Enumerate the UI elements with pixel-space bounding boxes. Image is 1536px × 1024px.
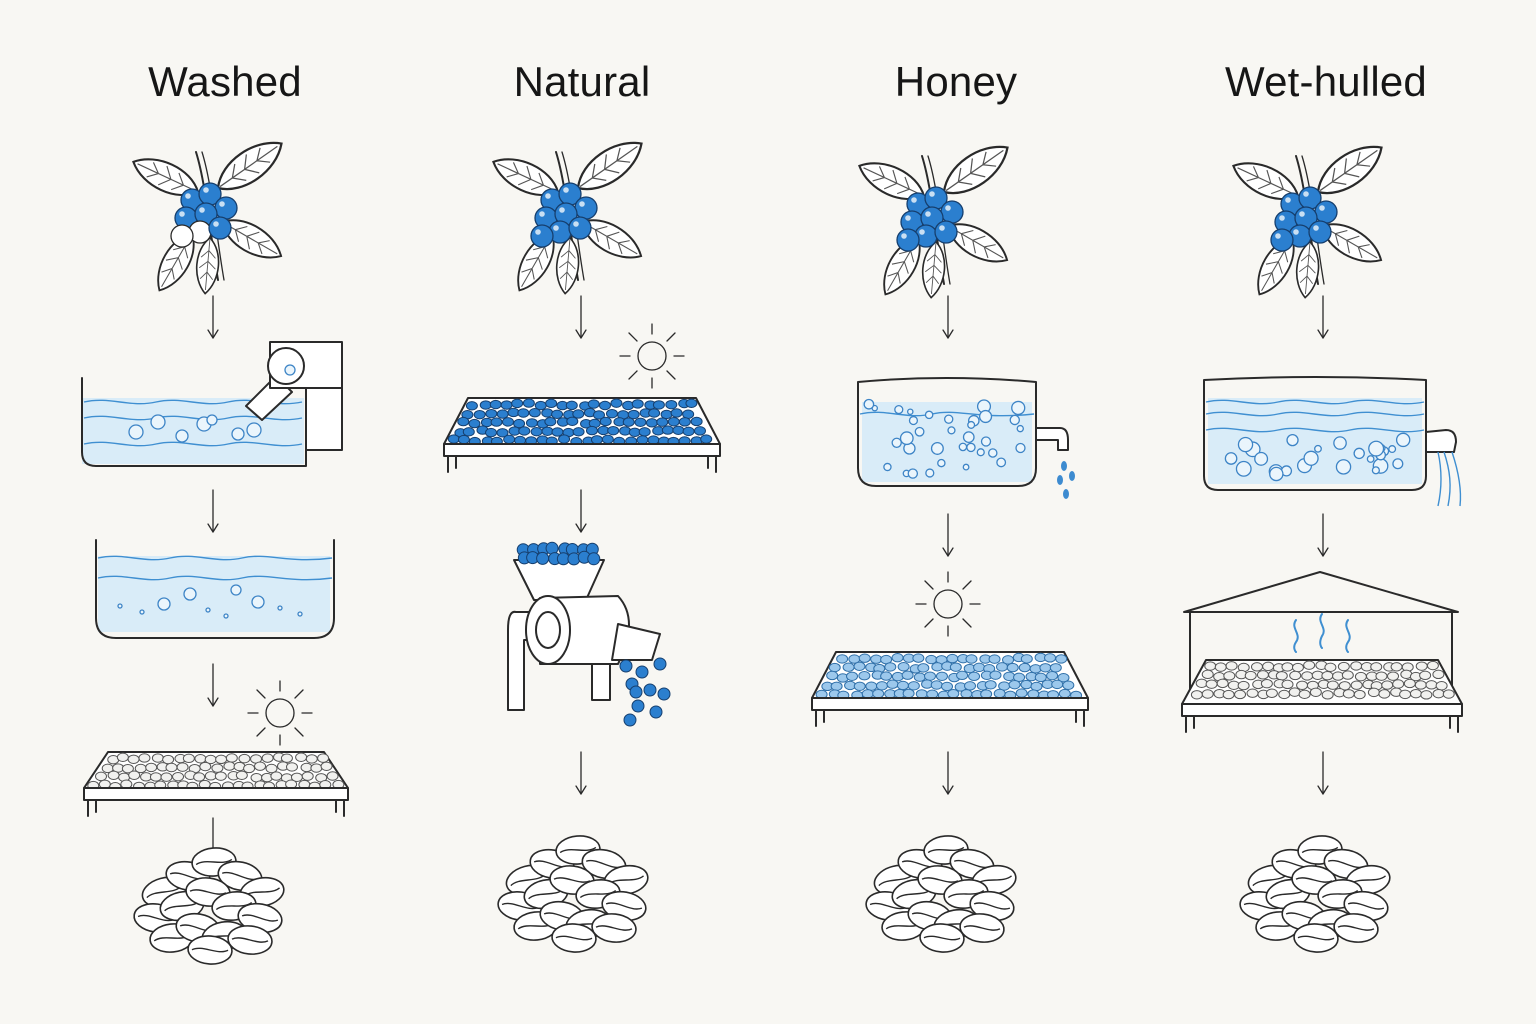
arrow-down-icon — [942, 751, 954, 795]
green-bean-piles — [131, 833, 1393, 967]
arrow-down-icon — [207, 663, 219, 707]
arrow-down-icon — [575, 489, 587, 533]
arrow-down-icon — [1317, 513, 1329, 557]
drying-table-icon — [1181, 659, 1463, 733]
column-title-washed: Washed — [148, 58, 302, 105]
branch-icon — [486, 130, 652, 298]
cherry-branches — [126, 130, 1392, 302]
drying-table-icon — [443, 397, 721, 473]
arrow-down-icon — [575, 295, 587, 339]
arrow-down-icon — [575, 751, 587, 795]
bean-pile-icon — [131, 845, 287, 967]
flow-arrows — [207, 295, 1329, 861]
bean-pile-icon — [1237, 833, 1393, 955]
floating-cherries — [128, 414, 262, 443]
sun-icon — [915, 571, 981, 637]
honey-water-tank — [857, 377, 1075, 499]
arrow-down-icon — [207, 295, 219, 339]
sun-icon — [247, 680, 313, 746]
shelter-icon — [1183, 571, 1459, 691]
mucilage-cherries — [863, 398, 1026, 479]
bean-pile-icon — [495, 833, 651, 955]
column-title-natural: Natural — [513, 58, 651, 105]
arrow-down-icon — [1317, 751, 1329, 795]
arrow-down-icon — [942, 513, 954, 557]
bean-pile-icon — [863, 833, 1019, 955]
huller-icon — [507, 541, 671, 727]
sun-icon — [619, 323, 685, 389]
branch-icon — [1226, 134, 1392, 302]
branch-icon — [852, 134, 1018, 302]
drying-table-icon — [811, 651, 1089, 727]
soaking-beans — [1224, 432, 1411, 482]
column-title-wet-hulled: Wet-hulled — [1225, 58, 1427, 105]
washed-pulper-tank — [81, 341, 343, 467]
arrow-down-icon — [207, 489, 219, 533]
branch-icon — [126, 130, 292, 298]
wet-hulled-soaking-tank — [1203, 376, 1462, 507]
drying-table-icon — [83, 751, 349, 817]
arrow-down-icon — [1317, 295, 1329, 339]
washed-fermentation-tank — [95, 539, 335, 639]
column-title-honey: Honey — [894, 58, 1018, 105]
arrow-down-icon — [942, 295, 954, 339]
fermenting-beans — [117, 584, 303, 619]
